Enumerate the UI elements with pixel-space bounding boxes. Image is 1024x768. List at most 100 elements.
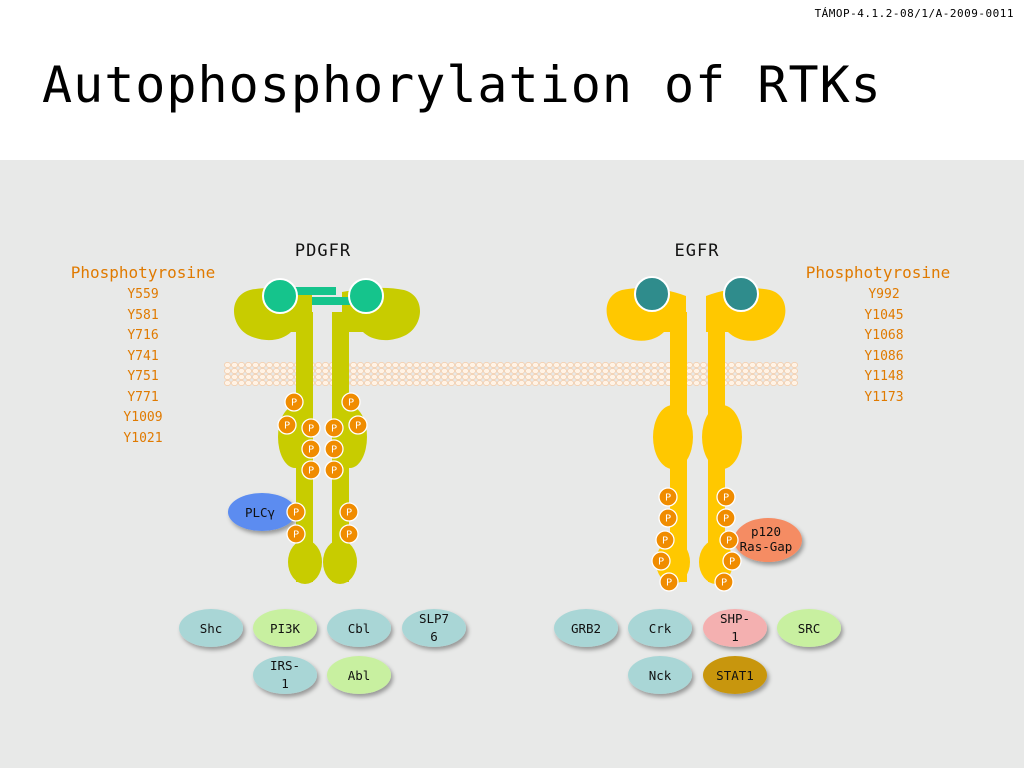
partner-irs1: IRS- 1 (253, 656, 317, 694)
phosphate-circle: P (348, 415, 368, 435)
cell-membrane (224, 362, 798, 386)
phosphate-circle: P (658, 508, 678, 528)
partner-nck: Nck (628, 656, 692, 694)
phosphate-circle: P (324, 439, 344, 459)
project-code: TÁMOP-4.1.2-08/1/A-2009-0011 (814, 7, 1014, 20)
phosphate-circle: P (286, 502, 306, 522)
pdgfr-site: Y741 (127, 349, 158, 364)
phosphate-circle: P (722, 551, 742, 571)
phosphate-circle: P (301, 418, 321, 438)
svg-text:P: P (721, 578, 727, 589)
phosphate-circle: P (714, 572, 734, 592)
svg-text:P: P (665, 493, 671, 504)
partner-shp1: SHP- 1 (703, 609, 767, 647)
svg-text:P: P (346, 508, 352, 519)
partner-cbl: Cbl (327, 609, 391, 647)
egfr-binding-partners: GRB2 Crk SHP- 1 SRC Nck STAT1 (554, 609, 841, 694)
plc-gamma-label: PLCγ (245, 505, 275, 520)
svg-text:P: P (293, 508, 299, 519)
ras-gap-label-line1: p120 (751, 524, 781, 539)
pdgfr-site: Y559 (127, 287, 158, 302)
svg-text:P: P (308, 445, 314, 456)
phosphate-circle: P (655, 530, 675, 550)
pdgfr-sites-heading: Phosphotyrosine (71, 263, 216, 282)
pdgfr-phosphate-groups-plc: P P (286, 502, 306, 544)
svg-text:P: P (308, 424, 314, 435)
partner-shc: Shc (179, 609, 243, 647)
svg-text:P: P (723, 514, 729, 525)
phosphate-circle: P (651, 551, 671, 571)
egfr-sites-heading: Phosphotyrosine (806, 263, 951, 282)
partner-grb2: GRB2 (554, 609, 618, 647)
svg-text:P: P (331, 466, 337, 477)
svg-text:P: P (726, 536, 732, 547)
egfr-site: Y1068 (864, 328, 903, 343)
phosphate-circle: P (277, 415, 297, 435)
svg-text:P: P (284, 421, 290, 432)
partner-stat1-label: STAT1 (716, 668, 754, 683)
pdgfr-site: Y751 (127, 369, 158, 384)
phosphate-circle: P (301, 439, 321, 459)
egfr-phosphotyrosine-list: Phosphotyrosine Y992 Y1045 Y1068 Y1086 Y… (806, 263, 951, 405)
egfr-left-monomer (606, 288, 693, 584)
egfr-site: Y1045 (864, 308, 903, 323)
partner-src: SRC (777, 609, 841, 647)
partner-pi3k-label: PI3K (270, 621, 301, 636)
partner-irs1-label-line2: 1 (281, 676, 289, 691)
phosphate-circle: P (716, 508, 736, 528)
phosphate-circle: P (339, 524, 359, 544)
partner-shc-label: Shc (200, 621, 223, 636)
partner-slp76-label-line1: SLP7 (419, 611, 449, 626)
phosphate-circle: P (339, 502, 359, 522)
partner-crk: Crk (628, 609, 692, 647)
plc-gamma: PLCγ (228, 493, 296, 531)
egfr-site: Y1148 (864, 369, 903, 384)
svg-text:P: P (666, 578, 672, 589)
egfr-receptor (606, 276, 786, 584)
phosphate-circle: P (324, 418, 344, 438)
partner-shp1-label-line1: SHP- (720, 611, 750, 626)
partner-irs1-label-line1: IRS- (270, 658, 300, 673)
partner-crk-label: Crk (649, 621, 672, 636)
svg-text:P: P (662, 536, 668, 547)
svg-text:P: P (331, 424, 337, 435)
phosphate-circle: P (719, 530, 739, 550)
partner-slp76-label-line2: 6 (430, 629, 438, 644)
pdgfr-binding-partners: Shc PI3K Cbl SLP7 6 IRS- 1 Abl (179, 609, 466, 694)
slide-title: Autophosphorylation of RTKs (42, 56, 882, 114)
egfr-site: Y992 (868, 287, 899, 302)
egfr-label: EGFR (675, 241, 720, 261)
svg-text:P: P (348, 398, 354, 409)
svg-text:P: P (308, 466, 314, 477)
partner-abl: Abl (327, 656, 391, 694)
pdgfr-receptor (234, 278, 420, 584)
svg-text:P: P (729, 557, 735, 568)
svg-text:P: P (293, 530, 299, 541)
svg-text:P: P (723, 493, 729, 504)
phosphate-circle: P (324, 460, 344, 480)
ras-gap: p120 Ras-Gap (734, 518, 802, 562)
pdgfr-site: Y1009 (123, 410, 162, 425)
phosphate-circle: P (716, 487, 736, 507)
phosphate-circle: P (284, 392, 304, 412)
ras-gap-label-line2: Ras-Gap (740, 539, 793, 554)
egfr-site: Y1086 (864, 349, 903, 364)
pdgfr-site: Y581 (127, 308, 158, 323)
pdgfr-site: Y716 (127, 328, 158, 343)
pdgfr-phosphotyrosine-list: Phosphotyrosine Y559 Y581 Y716 Y741 Y751… (71, 263, 216, 446)
pdgfr-phosphate-groups: P P P P P P P P P P P P (277, 392, 368, 544)
partner-stat1: STAT1 (703, 656, 767, 694)
phosphate-circle: P (659, 572, 679, 592)
pdgfr-site: Y771 (127, 390, 158, 405)
partner-src-label: SRC (798, 621, 821, 636)
phosphate-circle: P (301, 460, 321, 480)
svg-text:P: P (346, 530, 352, 541)
partner-cbl-label: Cbl (348, 621, 371, 636)
partner-nck-label: Nck (649, 668, 672, 683)
egf-ligands (634, 276, 759, 312)
diagram-panel (0, 160, 1024, 768)
phosphate-circle: P (341, 392, 361, 412)
phosphate-circle: P (286, 524, 306, 544)
svg-text:P: P (355, 421, 361, 432)
